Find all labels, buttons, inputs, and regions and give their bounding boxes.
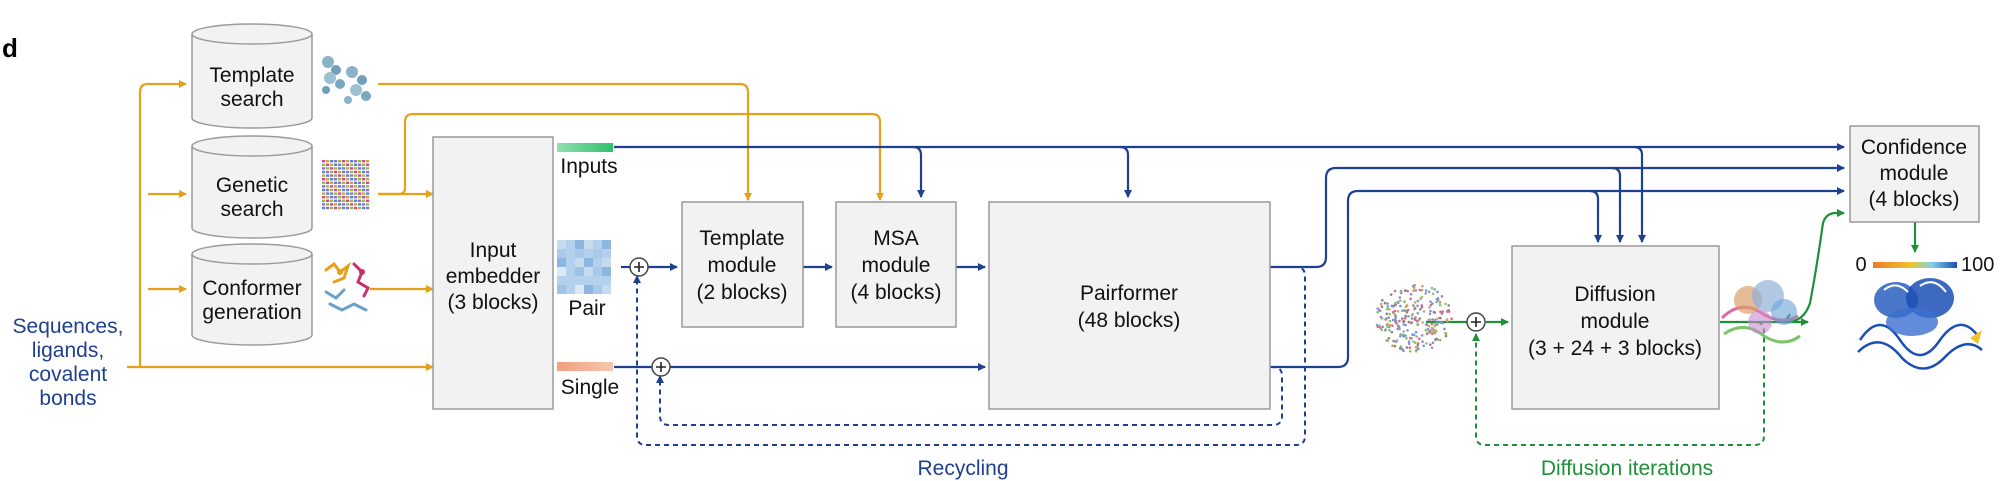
noise-cloud-icon (1375, 283, 1453, 353)
inputs-representation-bar (557, 143, 613, 152)
msa-module-label-1: MSA (873, 227, 919, 250)
input-line-1: Sequences, (13, 315, 124, 338)
conformer-generation-label-1: Conformer (202, 277, 301, 300)
recycling-label: Recycling (917, 457, 1008, 480)
input-embedder-label-1: Input (470, 239, 517, 262)
pairformer-label-1: Pairformer (1080, 282, 1178, 305)
partial-structure-icon (1720, 280, 1801, 344)
diffusion-module-label-1: Diffusion (1574, 283, 1655, 306)
confidence-scale-min: 0 (1855, 254, 1866, 276)
input-line-4: bonds (39, 387, 96, 410)
template-module-label-3: (2 blocks) (696, 281, 787, 304)
single-sum-node (651, 357, 671, 377)
genetic-search-label-1: Genetic (216, 174, 288, 197)
confidence-scale-max: 100 (1961, 254, 1994, 276)
template-module-label-2: module (708, 254, 777, 277)
recycling-loop (633, 266, 1306, 446)
genetic-search-database: Genetic search (191, 135, 313, 239)
conformer-generation-label-2: generation (202, 301, 301, 324)
input-embedder-label-2: embedder (446, 265, 541, 288)
single-representation-bar (557, 362, 613, 371)
diffusion-module-box: Diffusion module (3 + 24 + 3 blocks) (1511, 245, 1720, 410)
input-embedder-box: Input embedder (3 blocks) (432, 136, 554, 410)
pair-matrix-icon (557, 240, 611, 294)
conformer-generation-database: Conformer generation (191, 243, 313, 346)
input-line-3: covalent (29, 363, 107, 386)
genetic-search-label-2: search (220, 198, 283, 221)
pairformer-label-2: (48 blocks) (1078, 309, 1181, 332)
msa-alignment-icon (322, 160, 370, 210)
confidence-module-label-1: Confidence (1861, 136, 1967, 159)
template-module-box: Template module (2 blocks) (681, 201, 804, 328)
confidence-module-box: Confidence module (4 blocks) (1849, 125, 1980, 223)
input-description: Sequences, ligands, covalent bonds (13, 315, 124, 410)
final-structure-icon (1857, 278, 1983, 370)
diffusion-module-label-2: module (1581, 310, 1650, 333)
diffusion-sum-node (1466, 312, 1486, 332)
ligand-conformer-icon (324, 261, 370, 312)
pair-sum-node (629, 257, 649, 277)
msa-module-label-3: (4 blocks) (850, 281, 941, 304)
template-search-database: Template search (191, 23, 313, 129)
template-module-label-1: Template (699, 227, 784, 250)
confidence-module-label-3: (4 blocks) (1868, 188, 1959, 211)
inputs-label: Inputs (560, 155, 617, 178)
confidence-module-label-2: module (1880, 162, 1949, 185)
diffusion-module-label-3: (3 + 24 + 3 blocks) (1528, 337, 1702, 360)
input-embedder-label-3: (3 blocks) (447, 291, 538, 314)
template-search-label-2: search (220, 88, 283, 111)
orange-connectors (127, 80, 884, 371)
protein-template-icon (322, 56, 371, 104)
msa-module-box: MSA module (4 blocks) (835, 201, 957, 328)
blue-connectors (614, 143, 1845, 371)
panel-letter: d (2, 33, 18, 63)
pair-label: Pair (568, 297, 605, 320)
diffusion-iterations-label: Diffusion iterations (1541, 457, 1713, 480)
single-label: Single (561, 376, 619, 399)
template-search-label-1: Template (209, 64, 294, 87)
input-line-2: ligands, (32, 339, 104, 362)
confidence-scale-bar (1873, 262, 1957, 268)
pairformer-box: Pairformer (48 blocks) (988, 201, 1271, 410)
msa-module-label-2: module (862, 254, 931, 277)
